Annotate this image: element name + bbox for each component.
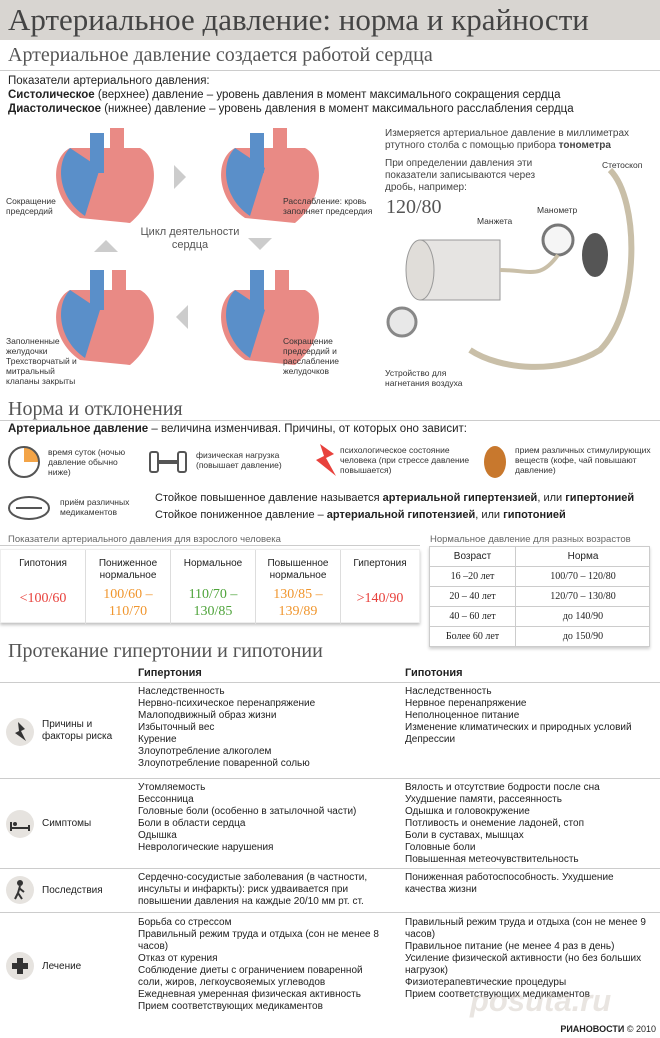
medical-cross-icon bbox=[6, 952, 34, 980]
bp-column: Гипертония>140/90 bbox=[353, 558, 407, 606]
section2-lead: Артериальное давление – величина изменчи… bbox=[8, 423, 467, 435]
row-hyper: Наследственность Нервно-психическое пере… bbox=[138, 686, 316, 769]
watermark: posuta.ru bbox=[470, 983, 612, 1018]
row-label: Лечение bbox=[42, 961, 82, 972]
row-hypo: Правильный режим труда и отдыха (сон не … bbox=[405, 917, 646, 1000]
row-hypo: Наследственность Нервное перенапряжение … bbox=[405, 686, 632, 745]
measure-write: При определении давления эти показатели … bbox=[385, 158, 536, 193]
hypertension-line: Стойкое повышенное давление называется а… bbox=[155, 492, 635, 504]
col-hypotension: Гипотония bbox=[405, 667, 463, 679]
ages-caption: Нормальное давление для разных возрастов bbox=[430, 534, 631, 545]
section1-heading: Артериальное давление создается работой … bbox=[8, 44, 433, 66]
arrow-up-icon bbox=[94, 240, 118, 252]
arrow-down-icon bbox=[248, 238, 272, 250]
pill-icon bbox=[8, 496, 50, 520]
table-row bbox=[0, 778, 660, 779]
bed-icon bbox=[6, 810, 34, 838]
cycle-center: Цикл деятельности сердца bbox=[140, 226, 240, 251]
row-label: Последствия bbox=[42, 885, 103, 896]
divider bbox=[0, 545, 420, 546]
title-bar: Артериальное давление: норма и крайности bbox=[0, 0, 660, 40]
systolic-line: Систолическое (верхнее) давление – урове… bbox=[8, 89, 561, 101]
heart-icon bbox=[221, 270, 319, 365]
row-hyper: Борьба со стрессом Правильный режим труд… bbox=[138, 917, 379, 1012]
walking-person-icon bbox=[6, 876, 34, 904]
part-manometer: Манометр bbox=[537, 205, 578, 215]
clock-icon bbox=[8, 446, 40, 478]
arrow-right-icon bbox=[174, 165, 186, 189]
cycle-label: Сокращение предсердий bbox=[6, 196, 56, 216]
lightning-icon bbox=[6, 718, 34, 746]
measure-text: Измеряется артериальное давление в милли… bbox=[385, 128, 630, 151]
section2-heading: Норма и отклонения bbox=[8, 398, 183, 420]
row-hyper: Сердечно-сосудистые заболевания (в частн… bbox=[138, 872, 368, 907]
table-row bbox=[0, 682, 660, 683]
section3-heading: Протекание гипертонии и гипотонии bbox=[8, 640, 323, 662]
row-label: Симптомы bbox=[42, 818, 92, 829]
adult-caption: Показатели артериального давления для вз… bbox=[8, 534, 281, 545]
row-hyper: Утомляемость Бессонница Головные боли (о… bbox=[138, 782, 357, 853]
factor-text: прием различных стимулирующих веществ (к… bbox=[515, 445, 651, 475]
tonometer-icon bbox=[386, 167, 635, 370]
dumbbell-icon bbox=[149, 451, 187, 473]
hypotension-line: Стойкое пониженное давление – артериальн… bbox=[155, 509, 566, 521]
intro: Показатели артериального давления: bbox=[8, 75, 210, 87]
row-label: Причины и факторы риска bbox=[42, 719, 113, 742]
part-bulb: Устройство для нагнетания воздуха bbox=[385, 368, 463, 388]
heart-icon bbox=[221, 128, 319, 223]
part-cuff: Манжета bbox=[477, 216, 513, 226]
factor-text: психологическое состояние человека (при … bbox=[340, 445, 470, 475]
heart-icon bbox=[56, 128, 154, 223]
table-row bbox=[0, 868, 660, 869]
divider bbox=[515, 547, 516, 647]
divider bbox=[0, 420, 660, 421]
row-hypo: Вялость и отсутствие бодрости после сна … bbox=[405, 782, 600, 865]
footer: РИАНОВОСТИ © 2010 bbox=[560, 1024, 656, 1034]
arrow-left-icon bbox=[176, 305, 188, 329]
diastolic-line: Диастолическое (нижнее) давление – урове… bbox=[8, 103, 574, 115]
factor-text: приём различных медикаментов bbox=[60, 497, 130, 517]
cycle-label: Сокращение предсердий и расслабление жел… bbox=[283, 336, 339, 376]
factor-text: время суток (ночью давление обычно ниже) bbox=[48, 447, 126, 477]
bp-column: Гипотония<100/60 bbox=[1, 550, 86, 624]
divider bbox=[0, 70, 660, 71]
col-hypertension: Гипертония bbox=[138, 667, 202, 679]
row-hypo: Пониженная работоспособность. Ухудшение … bbox=[405, 872, 614, 895]
factor-text: физическая нагрузка (повышает давление) bbox=[196, 450, 282, 470]
cycle-label: Заполненные желудочки Трехстворчатый и м… bbox=[6, 336, 77, 386]
coffee-bean-icon bbox=[484, 446, 506, 478]
page-title: Артериальное давление: норма и крайности bbox=[8, 2, 589, 37]
heart-icon bbox=[56, 270, 154, 365]
bp-example: 120/80 bbox=[386, 196, 442, 218]
cycle-label: Расслабление: кровь заполняет предсердия bbox=[283, 196, 373, 216]
part-stethoscope: Стетоскоп bbox=[602, 160, 643, 170]
table-row bbox=[0, 912, 660, 913]
lightning-icon bbox=[316, 444, 336, 476]
